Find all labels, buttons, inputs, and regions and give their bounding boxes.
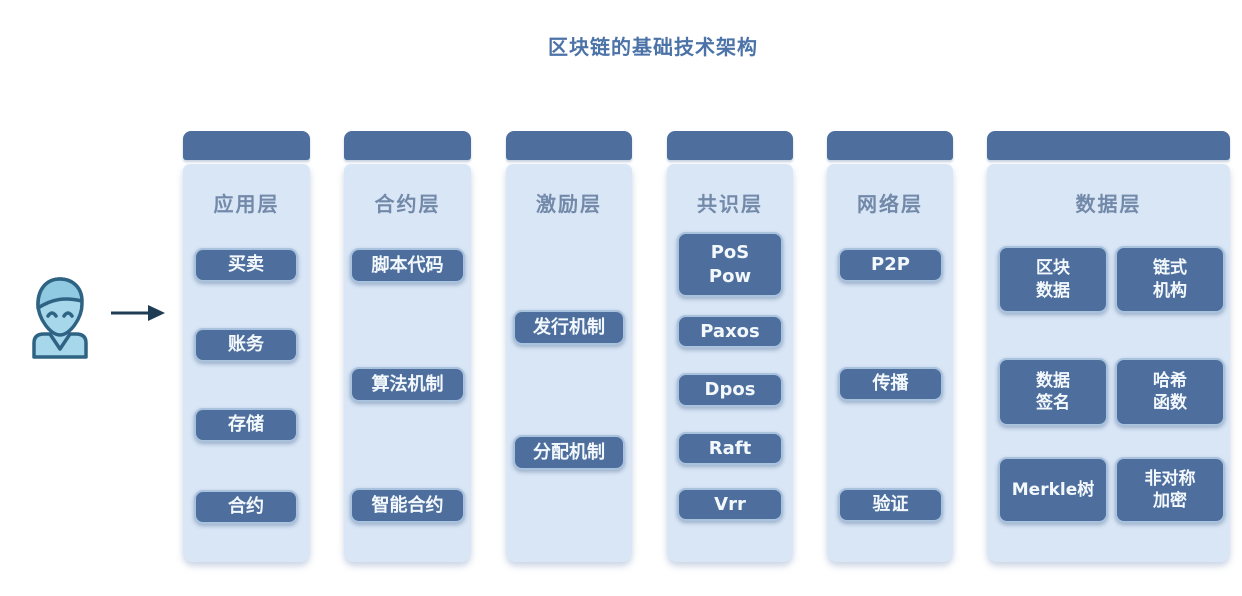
column-header-band: [827, 131, 953, 160]
layer-column-incentive: 激励层 发行机制 分配机制: [506, 131, 632, 562]
layer-item: 非对称 加密: [1115, 457, 1225, 523]
layer-column-network: 网络层 P2P 传播 验证: [827, 131, 953, 562]
layer-item: Vrr: [677, 488, 783, 521]
layer-title: 合约层: [374, 192, 441, 216]
layer-item: 链式 机构: [1115, 246, 1225, 313]
column-header-band: [344, 131, 471, 160]
layer-item: 区块 数据: [998, 246, 1108, 313]
layer-item: 验证: [838, 488, 943, 522]
layer-item: 脚本代码: [350, 248, 465, 283]
layer-column-consensus: 共识层 PoS Pow Paxos Dpos Raft Vrr: [667, 131, 793, 562]
layer-item: 发行机制: [513, 310, 625, 345]
layer-item: 哈希 函数: [1115, 358, 1225, 426]
layer-item: 智能合约: [350, 488, 465, 523]
layer-column-data: 数据层 区块 数据 链式 机构 数据 签名 哈希 函数 Merkle树 非对称 …: [987, 131, 1230, 562]
right-arrow-icon: [110, 300, 166, 326]
layer-item: 算法机制: [350, 367, 465, 402]
layer-title: 激励层: [536, 192, 602, 216]
layer-item: Dpos: [677, 373, 783, 407]
column-body: [506, 164, 632, 562]
page-title: 区块链的基础技术架构: [548, 35, 758, 59]
layer-item: PoS Pow: [677, 232, 783, 297]
layer-item: 存储: [194, 408, 298, 442]
layer-title: 数据层: [1075, 192, 1142, 216]
layer-item: 账务: [194, 328, 298, 362]
layer-item: 分配机制: [513, 435, 625, 470]
column-header-band: [987, 131, 1230, 160]
layer-item: 合约: [194, 490, 298, 524]
person-icon: [28, 275, 92, 359]
layer-title: 应用层: [213, 192, 280, 216]
column-header-band: [183, 131, 310, 160]
layer-item: P2P: [838, 248, 943, 282]
column-header-band: [506, 131, 632, 160]
layer-item: 数据 签名: [998, 358, 1108, 426]
layer-title: 共识层: [697, 192, 763, 216]
layer-item: Paxos: [677, 315, 783, 348]
column-header-band: [667, 131, 793, 160]
layer-column-contract: 合约层 脚本代码 算法机制 智能合约: [344, 131, 471, 562]
layer-title: 网络层: [857, 192, 923, 216]
layer-item: Merkle树: [998, 457, 1108, 523]
layer-item: 传播: [838, 367, 943, 401]
layer-item: 买卖: [194, 248, 298, 282]
layer-item: Raft: [677, 432, 783, 465]
layer-column-application: 应用层 买卖 账务 存储 合约: [183, 131, 310, 562]
